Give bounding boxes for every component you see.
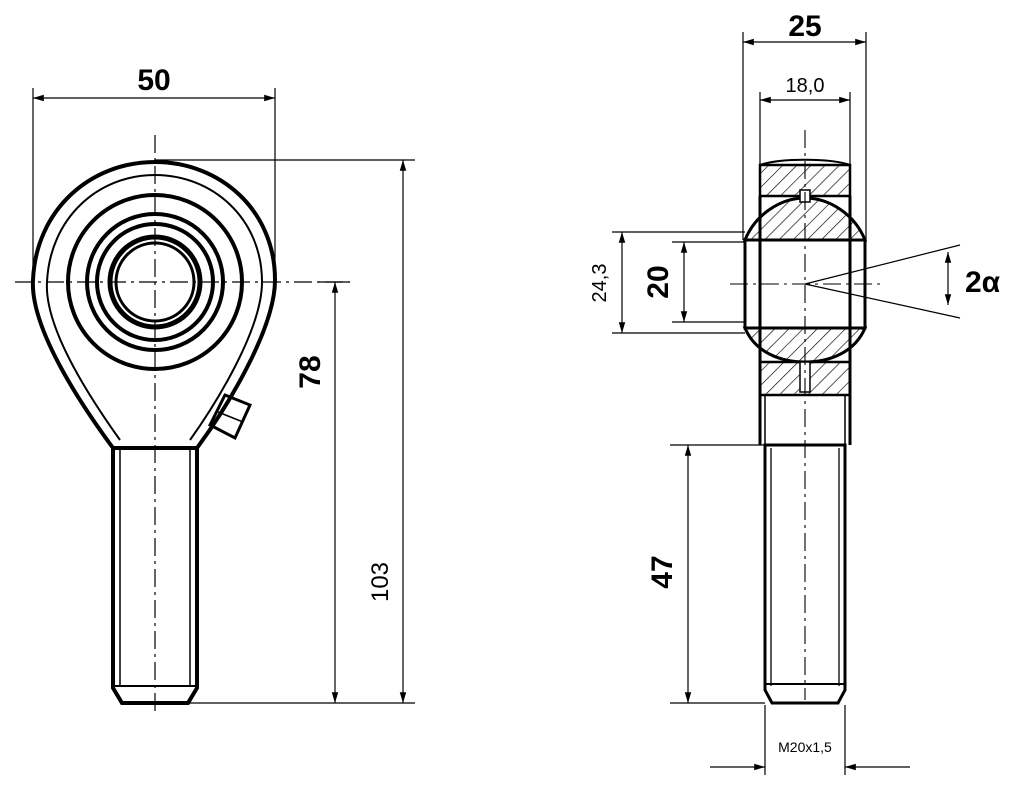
dim-ball-diameter: 24,3 [589, 264, 611, 303]
dim-width-total: 50 [137, 64, 170, 97]
dim-height-total: 103 [367, 562, 394, 602]
dim-inner-ring-width: 18,0 [786, 75, 825, 97]
dim-ball-width: 25 [788, 10, 821, 43]
dim-tilt-angle: 2α [965, 266, 1001, 299]
dim-bore: 20 [642, 265, 675, 298]
dim-thread-length: 47 [646, 555, 679, 588]
dim-thread: M20x1,5 [778, 739, 832, 755]
front-view [15, 135, 350, 715]
side-dimensions [612, 32, 952, 775]
side-view [730, 130, 961, 705]
head-outline [30, 159, 278, 450]
grease-nipple [207, 393, 253, 441]
dim-height-center: 78 [294, 355, 327, 388]
front-dimensions [32, 88, 415, 704]
